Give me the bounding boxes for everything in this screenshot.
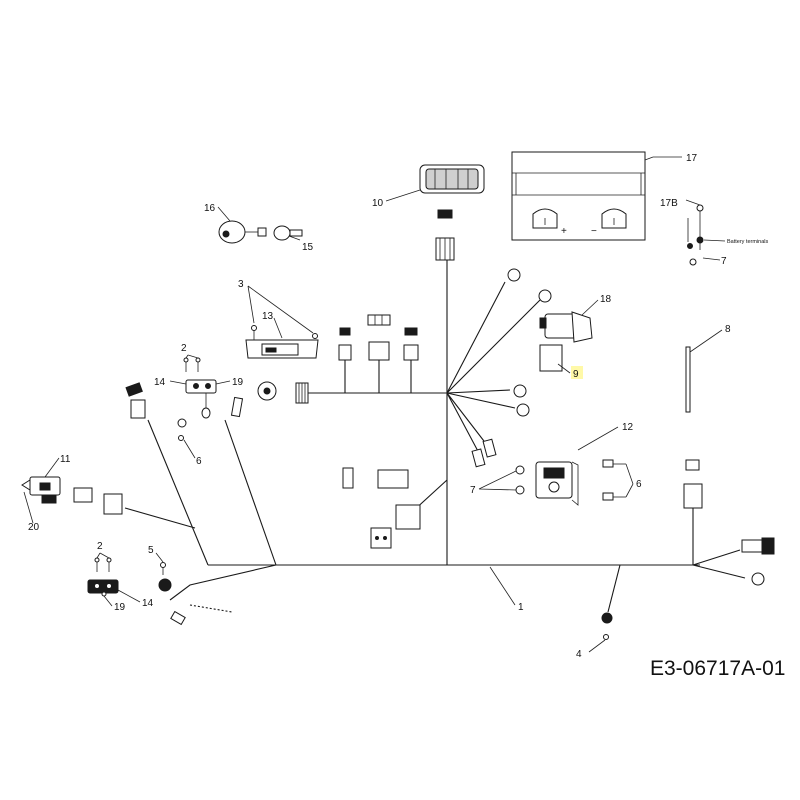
- harness-branch-14: [224, 419, 277, 566]
- callout-2-lower: 2: [97, 541, 103, 552]
- callout-11: 11: [60, 454, 71, 465]
- callout-15: 15: [302, 242, 314, 253]
- part-12-module: [515, 461, 579, 506]
- part-17-battery: + −: [511, 151, 646, 241]
- callout-19-lower: 19: [114, 602, 126, 613]
- plus-terminal-sign: +: [561, 226, 567, 237]
- harness-branch-4: [607, 564, 621, 613]
- callout-16: 16: [204, 203, 216, 214]
- callout-14-upper: 14: [154, 377, 166, 388]
- callout-19-upper: 19: [232, 377, 244, 388]
- part-16-key-switch: [218, 220, 267, 244]
- part-14-19-upper: [183, 357, 244, 419]
- callout-6-right: 6: [636, 479, 642, 490]
- main-harness: [124, 260, 746, 613]
- part-connector-left: [125, 382, 187, 441]
- minus-terminal-sign: −: [591, 226, 597, 237]
- diagram-code: E3-06717A-01: [650, 657, 785, 680]
- harness-branch-plug: [124, 507, 196, 529]
- battery-terminals-label: Battery terminals: [727, 239, 769, 245]
- callout-labels: 10 17 17B Battery terminals 7 16 15 3 13…: [28, 153, 769, 660]
- part-18-switch: [539, 311, 593, 343]
- callout-3: 3: [238, 279, 244, 290]
- callout-2-upper: 2: [181, 343, 187, 354]
- callout-8: 8: [725, 324, 731, 335]
- center-components: [342, 467, 421, 549]
- part-round-sensor: [257, 381, 309, 404]
- callout-1: 1: [518, 602, 524, 613]
- callout-12: 12: [622, 422, 634, 433]
- callout-20: 20: [28, 522, 40, 533]
- fan-terminals: [471, 268, 552, 468]
- leader-lines: [23, 156, 723, 653]
- callout-10: 10: [372, 198, 384, 209]
- callout-5: 5: [148, 545, 154, 556]
- part-11-switch: [21, 476, 123, 515]
- part-13-panel: [245, 325, 319, 359]
- part-15-key: [273, 225, 303, 241]
- callout-7-center: 7: [470, 485, 476, 496]
- part-9-relay: [539, 344, 583, 379]
- callout-17b: 17B: [660, 198, 678, 209]
- harness-fan: [446, 281, 541, 456]
- top-branch-connectors: [338, 314, 419, 361]
- part-17b-terminals: [687, 204, 726, 266]
- harness-branch-11: [147, 419, 209, 566]
- callout-9-highlight: [571, 366, 583, 379]
- part-8-bar: [685, 346, 691, 413]
- part-10-meter: [419, 164, 485, 261]
- part-6-right-screws: [602, 459, 626, 501]
- callout-9: 9: [573, 369, 579, 380]
- right-components: [601, 459, 775, 640]
- callout-13: 13: [262, 311, 274, 322]
- harness-drops: [344, 360, 412, 393]
- callout-18: 18: [600, 294, 612, 305]
- callout-17: 17: [686, 153, 698, 164]
- callout-4: 4: [576, 649, 582, 660]
- ground-dashed: [189, 604, 233, 613]
- part-14-19-lower: [87, 557, 119, 597]
- callout-7-terminals: 7: [721, 256, 727, 267]
- callout-14-lower: 14: [142, 598, 154, 609]
- part-5-ground: [158, 562, 186, 626]
- harness-branch-far-right: [692, 549, 746, 579]
- callout-6-left: 6: [196, 456, 202, 467]
- harness-branch-5: [169, 564, 277, 601]
